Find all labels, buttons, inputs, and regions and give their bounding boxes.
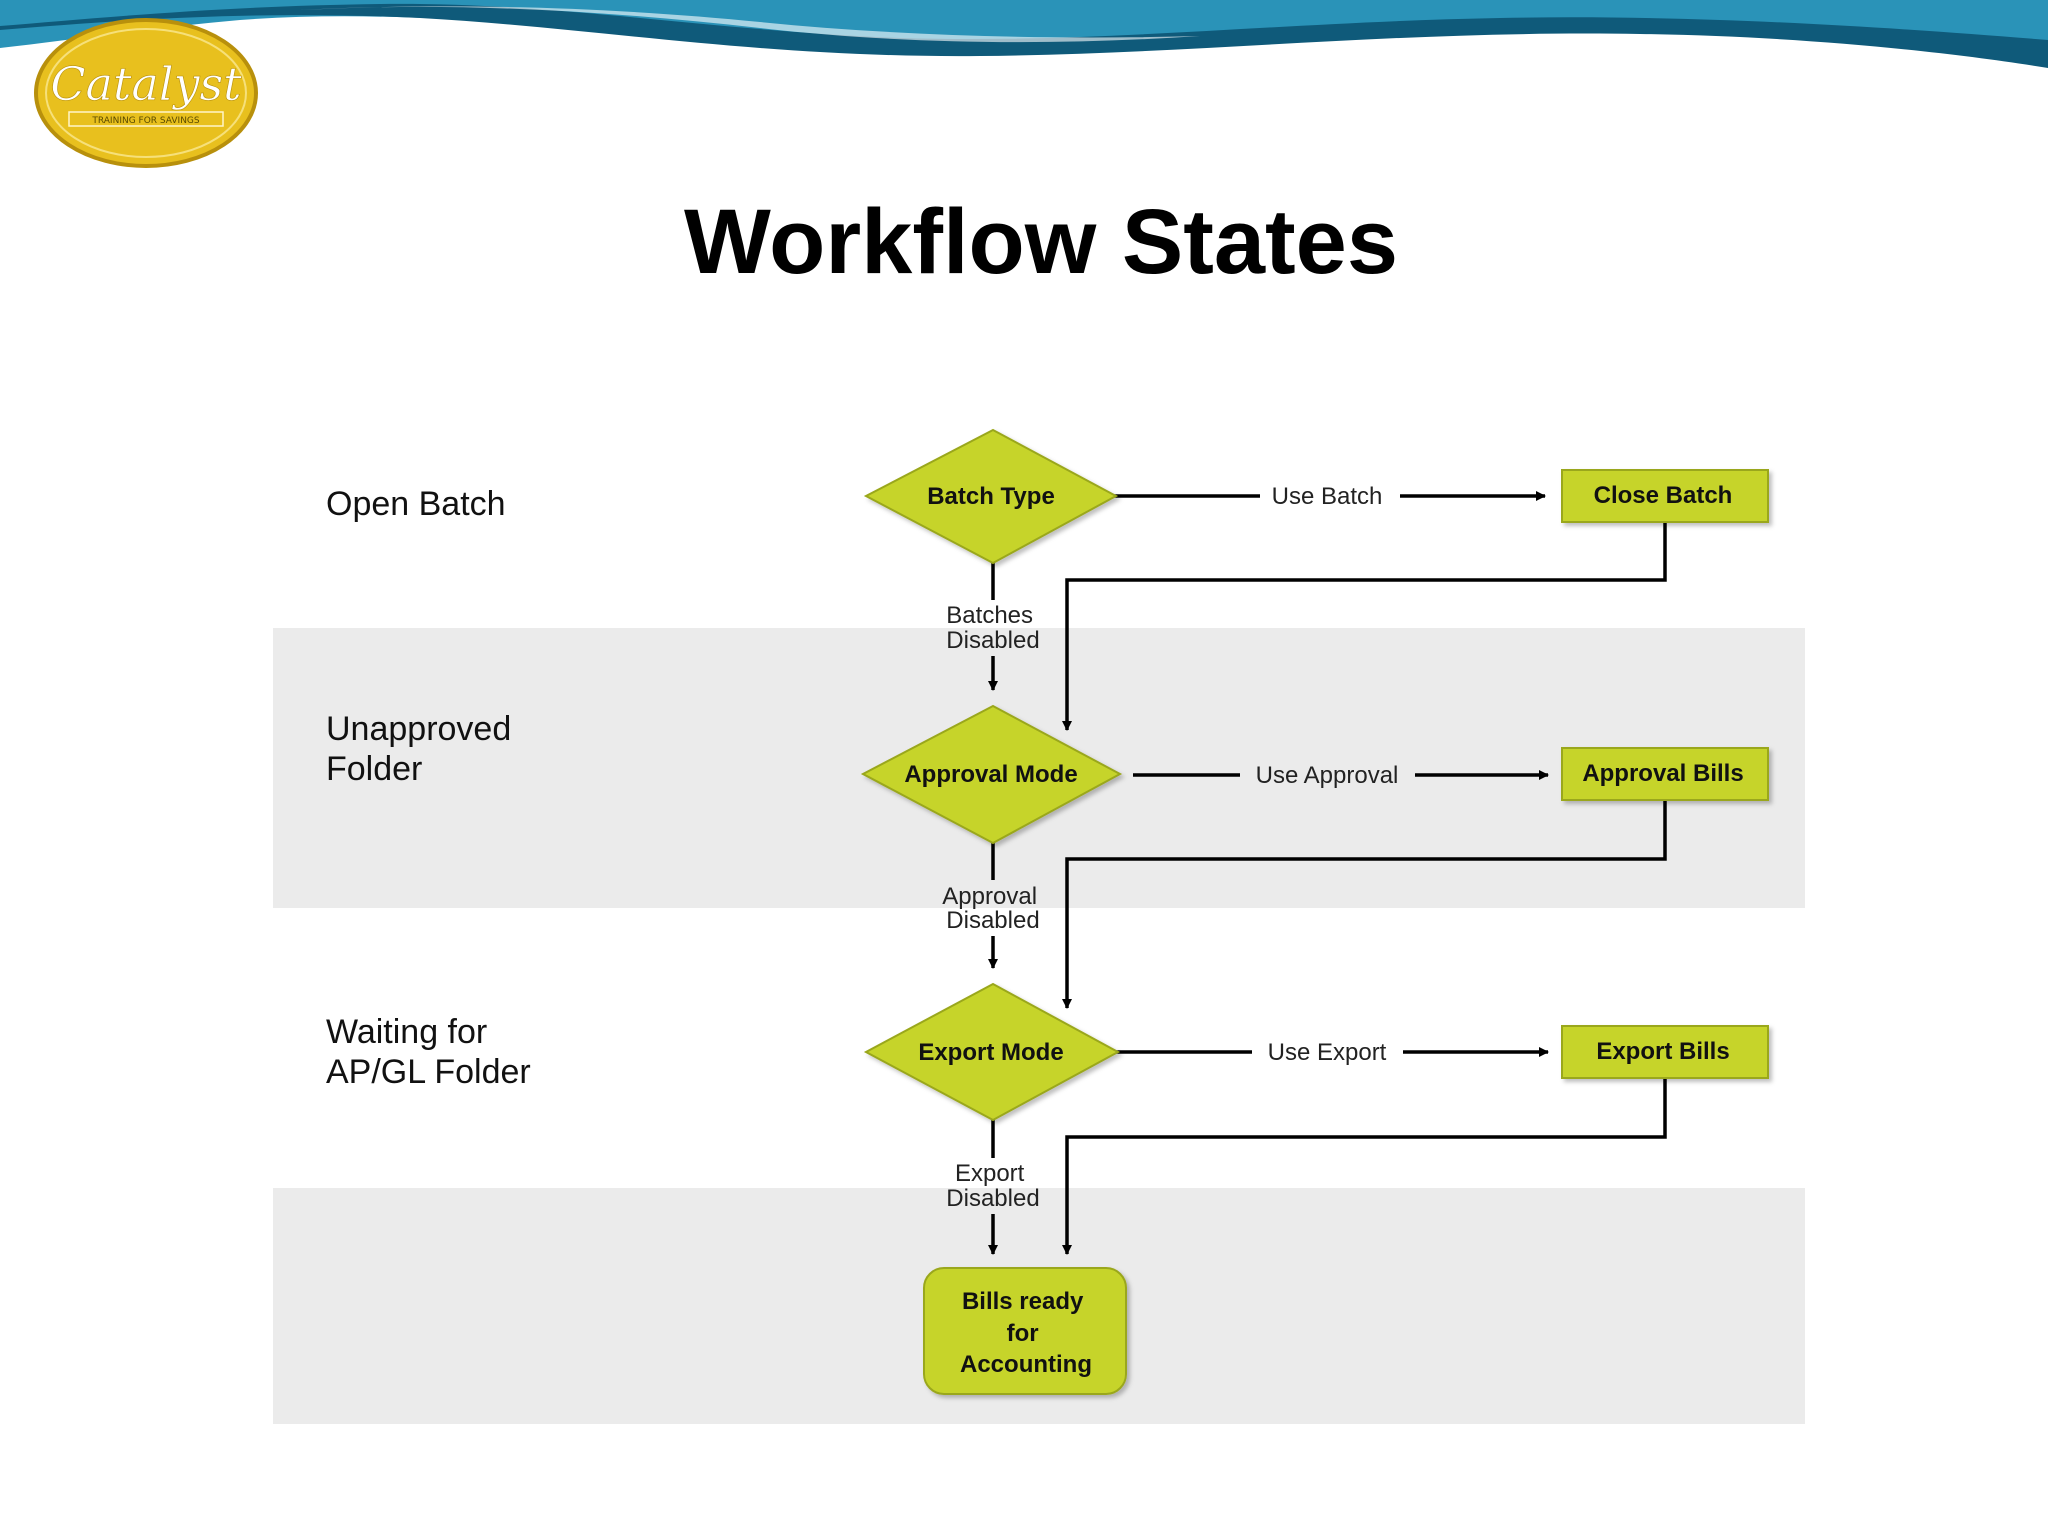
edge-label-use-approval: Use Approval bbox=[1256, 762, 1399, 789]
lane-label-line: Unapproved bbox=[326, 710, 511, 748]
wave-highlight bbox=[300, 6, 1200, 43]
node-label-line: Accounting bbox=[960, 1351, 1092, 1378]
node-label-batch-type: Batch Type bbox=[927, 483, 1055, 510]
edge-label-approval-disabled: Approval Disabled bbox=[942, 883, 1043, 934]
slide-title: Workflow States bbox=[684, 191, 1398, 293]
edge-label-line: Disabled bbox=[946, 627, 1039, 654]
node-label-bills-ready: Bills ready for Accounting bbox=[960, 1288, 1092, 1378]
logo-wordmark: Catalyst bbox=[50, 57, 242, 111]
node-export-bills bbox=[1561, 1025, 1769, 1079]
lane-label-open-batch: Open Batch bbox=[326, 485, 506, 523]
edge-label-export-disabled: Export Disabled bbox=[946, 1160, 1039, 1212]
edge-close-batch-to-approval-mode bbox=[1062, 521, 1667, 731]
logo-inner-ring bbox=[45, 28, 247, 158]
edge-label-line: Disabled bbox=[946, 907, 1039, 934]
node-label-approval-bills: Approval Bills bbox=[1582, 760, 1743, 787]
edge-label-line: Approval bbox=[942, 883, 1037, 910]
lane-label-line: Folder bbox=[326, 750, 422, 788]
node-bills-ready bbox=[923, 1267, 1127, 1395]
logo-seal bbox=[34, 18, 258, 168]
node-label-close-batch: Close Batch bbox=[1594, 482, 1733, 509]
node-label-export-mode: Export Mode bbox=[918, 1039, 1063, 1066]
wave-dark bbox=[0, 3, 2048, 68]
wave-banner bbox=[0, 0, 2048, 68]
logo-tagline: TRAINING FOR SAVINGS bbox=[91, 116, 200, 126]
node-label-line: for bbox=[1007, 1320, 1039, 1347]
node-approval-bills bbox=[1561, 747, 1769, 801]
node-approval-mode bbox=[860, 704, 1123, 845]
edge-label-line: Batches bbox=[946, 602, 1033, 629]
edge-approval-bills-to-export-mode bbox=[1062, 800, 1667, 1009]
lane-label-unapproved-folder: Unapproved Folder bbox=[326, 710, 521, 788]
logo-tagline-band bbox=[68, 111, 224, 127]
lane-label-line: Waiting for bbox=[326, 1013, 487, 1051]
node-label-approval-mode: Approval Mode bbox=[904, 761, 1077, 788]
lane-label-line: AP/GL Folder bbox=[326, 1053, 531, 1091]
lane-label-waiting-apgl: Waiting for AP/GL Folder bbox=[326, 1013, 531, 1091]
edge-label-use-export: Use Export bbox=[1268, 1039, 1387, 1066]
edge-label-batches-disabled: Batches Disabled bbox=[946, 602, 1039, 654]
lane-label-line: Open Batch bbox=[326, 485, 506, 523]
node-label-export-bills: Export Bills bbox=[1596, 1038, 1729, 1065]
edge-label-line: Disabled bbox=[946, 1185, 1039, 1212]
node-batch-type bbox=[863, 428, 1119, 565]
edge-label-line: Export bbox=[955, 1160, 1025, 1187]
catalyst-logo: Catalyst TRAINING FOR SAVINGS bbox=[34, 18, 258, 168]
node-label-line: Bills ready bbox=[962, 1288, 1084, 1315]
node-close-batch bbox=[1561, 469, 1769, 523]
edge-label-use-batch: Use Batch bbox=[1272, 483, 1383, 510]
node-export-mode bbox=[863, 982, 1121, 1122]
edge-export-bills-to-bills-ready bbox=[1062, 1077, 1667, 1255]
